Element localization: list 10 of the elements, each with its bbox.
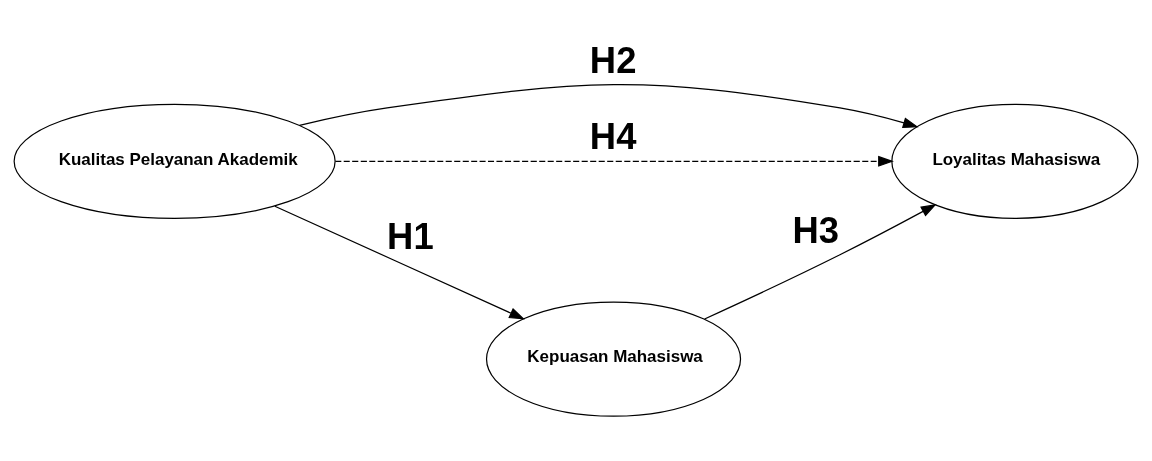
edge-label: H3 [792, 209, 840, 251]
arrow [704, 204, 937, 320]
arrow [298, 84, 919, 129]
node-ellipse: Kualitas Pelayanan Akademik [13, 103, 336, 219]
edge-label: H4 [589, 116, 637, 158]
arrow [334, 155, 894, 167]
arrow [274, 205, 525, 320]
edge-label: H1 [387, 215, 434, 257]
node-ellipse: Kepuasan Mahasiswa [485, 301, 742, 417]
edge-label: H2 [589, 39, 637, 81]
